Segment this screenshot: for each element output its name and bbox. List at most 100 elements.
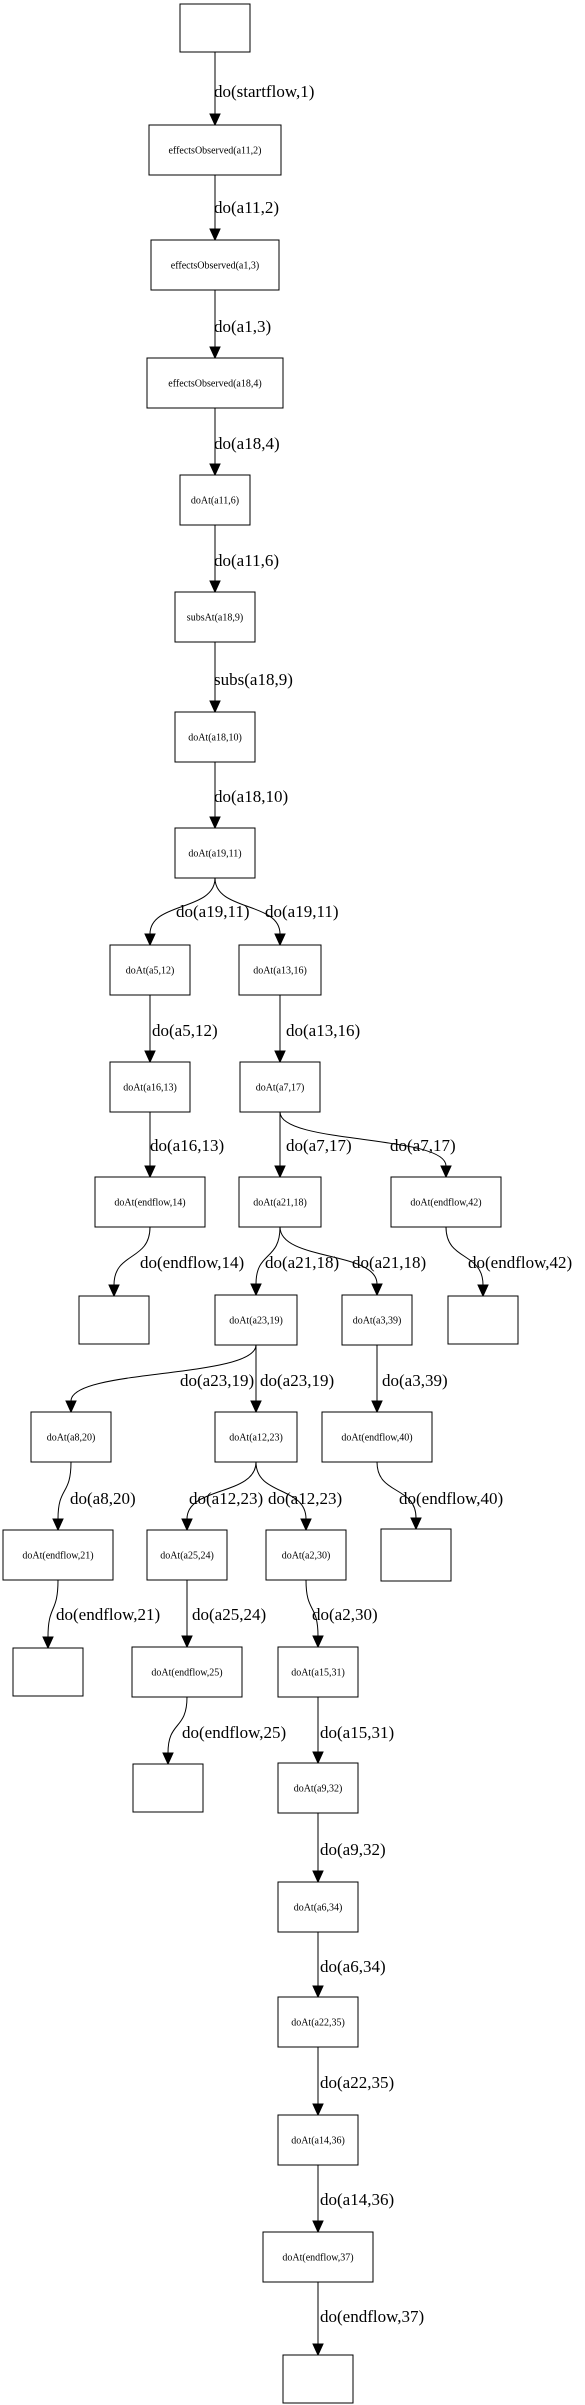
arrowhead — [209, 346, 221, 360]
edge-line — [186, 1461, 257, 1520]
node-box — [2, 1529, 114, 1581]
edge-n3-n4: do(a18,4) — [209, 408, 280, 477]
edge-label: do(a23,19) — [260, 1371, 334, 1390]
arrowhead — [144, 933, 156, 947]
edge-label: do(a19,11) — [265, 902, 339, 921]
node-label: effectsObserved(a1,3) — [171, 261, 259, 272]
arrowhead — [209, 228, 221, 242]
node-n13: doAt(a21,18) — [238, 1176, 322, 1228]
edge-label: do(a5,12) — [152, 1021, 218, 1040]
node-n12: doAt(endflow,14) — [94, 1176, 206, 1228]
node-label: doAt(a9,32) — [294, 1784, 343, 1795]
arrowhead — [274, 1165, 286, 1179]
arrowhead — [312, 1751, 324, 1765]
edge-n19-n22: do(a8,20) — [52, 1461, 136, 1532]
edge-n8-n10: do(a5,12) — [144, 995, 218, 1064]
node-box — [239, 1061, 321, 1113]
arrowhead — [312, 2343, 324, 2357]
node-label: doAt(a25,24) — [160, 1551, 214, 1562]
arrowhead — [371, 1283, 383, 1297]
node-box — [174, 591, 256, 643]
node-label: doAt(a12,23) — [229, 1433, 283, 1444]
edge-label: do(a18,10) — [214, 787, 288, 806]
arrowhead — [274, 933, 286, 947]
edge-n20-n23: do(a12,23) — [181, 1461, 263, 1532]
edge-label: do(a3,39) — [382, 1371, 448, 1390]
node-n24: doAt(a2,30) — [265, 1529, 347, 1581]
node-label: effectsObserved(a11,2) — [168, 146, 261, 157]
edge-label: do(a19,11) — [176, 902, 250, 921]
edge-n27-n29: do(endflow,25) — [162, 1696, 286, 1766]
edge-line — [255, 1226, 281, 1285]
node-box — [238, 1176, 322, 1228]
node-n17: doAt(a3,39) — [341, 1294, 413, 1346]
edge-n6-n7: do(a18,10) — [209, 762, 288, 830]
node-label: doAt(a3,39) — [353, 1316, 402, 1327]
arrowhead — [440, 1165, 452, 1179]
arrowhead — [312, 2220, 324, 2234]
node-label: doAt(endflow,21) — [22, 1551, 93, 1562]
edge-label: do(a15,31) — [320, 1723, 394, 1742]
node-n16: doAt(a23,19) — [214, 1294, 298, 1346]
node-n29 — [132, 1763, 204, 1813]
edge-label: do(a7,17) — [286, 1136, 352, 1155]
node-box — [179, 474, 251, 526]
node-n4: doAt(a11,6) — [179, 474, 251, 526]
edge-n16-n19: do(a23,19) — [65, 1344, 257, 1414]
node-box — [447, 1295, 519, 1345]
arrowhead — [477, 1284, 489, 1298]
edge-label: do(a1,3) — [214, 317, 271, 336]
node-box — [277, 1762, 359, 1814]
node-n35 — [282, 2354, 354, 2404]
node-box — [390, 1176, 502, 1228]
arrowhead — [209, 700, 221, 714]
node-n25 — [380, 1528, 452, 1582]
node-box — [214, 1411, 298, 1463]
node-label: doAt(endflow,14) — [114, 1198, 185, 1209]
edge-n28-n30: do(a15,31) — [312, 1697, 394, 1765]
arrowhead — [312, 1635, 324, 1649]
node-box — [262, 2231, 374, 2283]
node-n31: doAt(a6,34) — [277, 1881, 359, 1933]
node-n23: doAt(a25,24) — [146, 1529, 228, 1581]
node-box — [238, 944, 322, 996]
node-label: doAt(a22,35) — [291, 2018, 345, 2029]
node-label: doAt(a16,13) — [123, 1083, 177, 1094]
edge-label: do(a16,13) — [150, 1136, 224, 1155]
node-label: doAt(a5,12) — [126, 966, 175, 977]
edge-label: do(a8,20) — [70, 1489, 136, 1508]
edge-n33-n34: do(a14,36) — [312, 2165, 394, 2234]
edge-line — [279, 1226, 378, 1285]
arrowhead — [181, 1635, 193, 1649]
node-box — [146, 1529, 228, 1581]
node-box — [131, 1646, 243, 1698]
edge-label: do(a12,23) — [189, 1489, 263, 1508]
node-box — [179, 3, 251, 53]
arrowhead — [209, 816, 221, 830]
arrowhead — [52, 1518, 64, 1532]
edge-label: do(a21,18) — [352, 1253, 426, 1272]
node-n14: doAt(endflow,42) — [390, 1176, 502, 1228]
node-label: doAt(a15,31) — [291, 1668, 345, 1679]
arrowhead — [312, 2103, 324, 2117]
edge-line — [47, 1579, 59, 1638]
edge-n2-n3: do(a1,3) — [209, 290, 271, 360]
edge-n23-n27: do(a25,24) — [181, 1580, 266, 1649]
node-label: doAt(a7,17) — [256, 1083, 305, 1094]
node-label: doAt(a6,34) — [294, 1903, 343, 1914]
node-n6: doAt(a18,10) — [174, 711, 256, 763]
edge-label: do(endflow,40) — [399, 1489, 503, 1508]
arrowhead — [312, 1985, 324, 1999]
node-n19: doAt(a8,20) — [30, 1411, 112, 1463]
node-n0 — [179, 3, 251, 53]
edge-label: do(a13,16) — [286, 1021, 360, 1040]
edge-label: do(a11,2) — [214, 198, 279, 217]
node-label: doAt(a19,11) — [188, 849, 241, 860]
arrowhead — [250, 1283, 262, 1297]
node-n30: doAt(a9,32) — [277, 1762, 359, 1814]
edge-line — [255, 1461, 307, 1520]
edge-n11-n13: do(a7,17) — [274, 1112, 352, 1179]
edge-n32-n33: do(a22,35) — [312, 2047, 394, 2117]
node-n9: doAt(a13,16) — [238, 944, 322, 996]
